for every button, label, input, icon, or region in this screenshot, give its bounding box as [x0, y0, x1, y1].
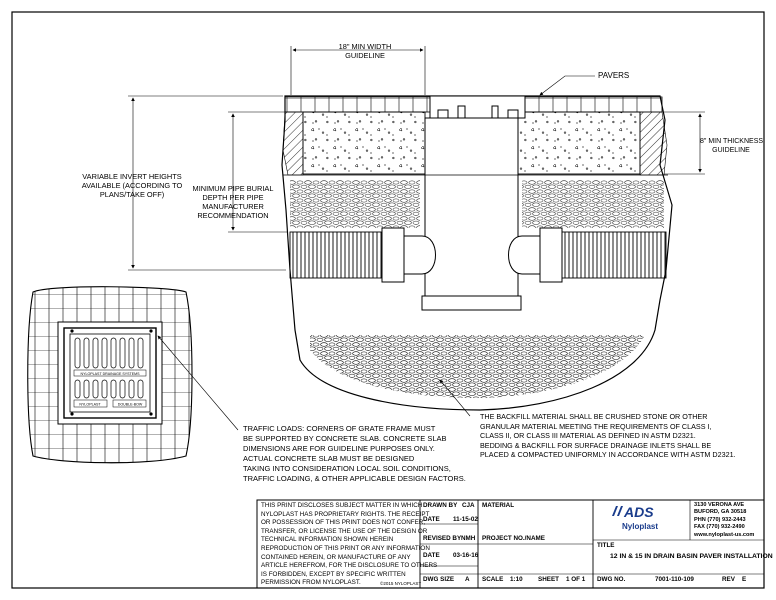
grate-slot: [101, 337, 108, 369]
material-label: MATERIAL: [482, 502, 515, 509]
title-block: [256, 499, 765, 589]
grate-frame: [429, 95, 526, 119]
concrete-slab-left: [302, 111, 426, 175]
grate-slot: [83, 337, 90, 369]
grate-text-2: NYLOPLAST: [79, 403, 101, 407]
logo-nyloplast-text: Nyloplast: [622, 522, 659, 531]
date-label-1: DATE: [423, 516, 440, 523]
pavers-leader: [539, 75, 595, 96]
sheet-value: 1 OF 1: [566, 576, 586, 583]
stone-bedding: [310, 335, 645, 398]
grate-text-1: NYLOPLAST DRAINAGE SYSTEMS: [80, 372, 140, 376]
plan-view: NYLOPLAST DRAINAGE SYSTEMS NYLOPLAST DOU…: [27, 286, 239, 464]
backfill-leader: [439, 379, 471, 417]
grate-slot: [83, 379, 90, 399]
basin-body: [424, 117, 519, 311]
grate-slot: [137, 379, 144, 399]
rev-value: E: [742, 576, 747, 583]
plan-grate-slots: [74, 337, 144, 399]
grate-slot: [92, 379, 99, 399]
section-view: [128, 46, 705, 417]
logo-ads-text: ADS: [624, 504, 654, 520]
dwg-no-label: DWG NO.: [597, 576, 626, 583]
drawn-by-label: DRAWN BY: [423, 502, 458, 509]
scale-value: 1:10: [510, 576, 523, 583]
date-value-1: 11-15-02: [453, 516, 478, 523]
grate-slot: [74, 337, 81, 369]
rev-label: REV: [722, 576, 735, 583]
ads-logo: [612, 506, 623, 516]
grate-slot: [101, 379, 108, 399]
scale-label: SCALE: [482, 576, 504, 583]
grate-slot: [119, 337, 126, 369]
copyright: ©2015 NYLOPLAST: [380, 581, 422, 586]
date-value-2: 03-16-16: [453, 552, 479, 559]
sheet-label: SHEET: [538, 576, 559, 583]
pipe-left-connector: [403, 235, 436, 275]
pipe-left-corrugated: [289, 231, 383, 279]
pipe-left-coupler: [381, 227, 405, 283]
title-label: TITLE: [597, 542, 615, 549]
pipe-right-coupler: [539, 227, 563, 283]
drawn-by-value: CJA: [462, 502, 475, 509]
disclaimer-text: THIS PRINT DISCLOSES SUBJECT MATTER IN W…: [261, 502, 438, 587]
dwg-size-label: DWG SIZE: [423, 576, 455, 583]
dwg-no-value: 7001-110-109: [655, 576, 694, 583]
drawing-title: 12 IN & 15 IN DRAIN BASIN PAVER INSTALLA…: [610, 553, 773, 560]
dwg-size-value: A: [465, 576, 470, 583]
excavation-outline: [281, 95, 673, 411]
grate-text-3: DOUBLE-BOW: [118, 403, 143, 407]
backfill-note: THE BACKFILL MATERIAL SHALL BE CRUSHED S…: [480, 412, 736, 460]
pavers-right: [519, 96, 663, 113]
grate-slot: [128, 379, 135, 399]
pipe-right-corrugated: [561, 231, 667, 279]
soil-hatch-right: [639, 111, 668, 176]
grate-slot: [110, 379, 117, 399]
stone-left-upper: [290, 180, 420, 228]
pavers-label: PAVERS: [598, 71, 630, 80]
grate-slot: [110, 337, 117, 369]
grate-slot: [128, 337, 135, 369]
project-label: PROJECT NO./NAME: [482, 535, 545, 542]
soil-hatch-left: [282, 111, 304, 176]
traffic-loads-note: TRAFFIC LOADS: CORNERS OF GRATE FRAME MU…: [243, 424, 466, 483]
revised-by-value: NMH: [461, 535, 476, 542]
pavers-left: [284, 96, 436, 113]
revised-by-label: REVISED BY: [423, 535, 462, 542]
concrete-slab-right: [517, 111, 641, 175]
pipe-right-connector: [508, 235, 541, 275]
grate-slot: [119, 379, 126, 399]
traffic-loads-leader: [157, 335, 239, 431]
date-label-2: DATE: [423, 552, 440, 559]
stone-right-upper: [522, 180, 664, 228]
basin-sump: [421, 295, 522, 311]
grate-slot: [137, 337, 144, 369]
grate-slot: [74, 379, 81, 399]
grate-slot: [92, 337, 99, 369]
